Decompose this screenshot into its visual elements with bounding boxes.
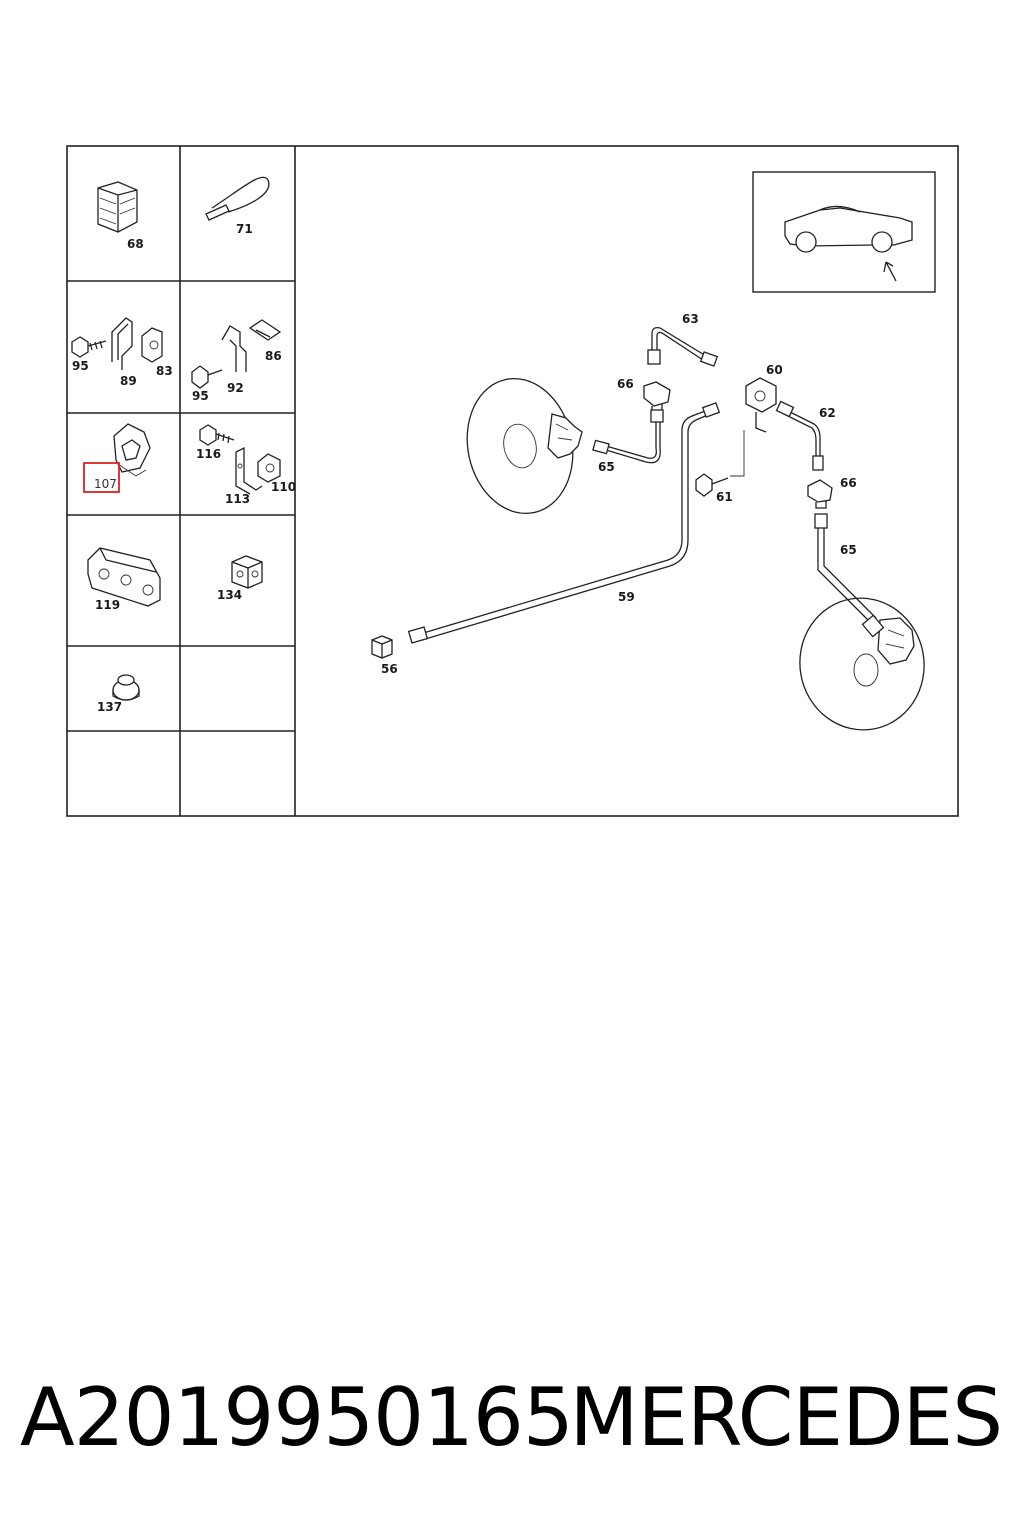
diagram-frame (66, 145, 959, 817)
part-label-83: 83 (156, 364, 173, 378)
parts-diagram: 68 71 95 89 83 86 92 95 107 (66, 145, 959, 817)
part-label-71: 71 (236, 222, 253, 236)
part-label-134: 134 (217, 588, 242, 602)
part-label-110: 110 (271, 480, 296, 494)
part-label-86: 86 (265, 349, 282, 363)
part-label-65b: 65 (840, 543, 857, 557)
brake-line-65-lower (814, 513, 885, 638)
part-107-clip (113, 423, 151, 477)
part-61-bolt (695, 473, 729, 497)
part-68-rubber-block (97, 181, 138, 233)
highlight-box (83, 462, 120, 493)
part-label-66b: 66 (840, 476, 857, 490)
part-label-113: 113 (225, 492, 250, 506)
part-label-61: 61 (716, 490, 733, 504)
part-label-59: 59 (618, 590, 635, 604)
brake-line-59 (407, 402, 721, 644)
part-label-95a: 95 (72, 359, 89, 373)
part-83-clip (141, 327, 163, 363)
part-119-holder (87, 547, 161, 607)
part-92-bracket (221, 325, 247, 372)
part-label-68: 68 (127, 237, 144, 251)
part-110-clip (257, 453, 281, 483)
brake-line-65-upper (592, 409, 664, 464)
vehicle-location-inset (752, 171, 936, 293)
part-137-grommet (112, 674, 140, 701)
part-label-60: 60 (766, 363, 783, 377)
footer: A2019950165 MERCEDES (0, 1368, 1024, 1478)
part-95-screw (71, 336, 107, 358)
part-label-92: 92 (227, 381, 244, 395)
part-56-nut (371, 635, 393, 659)
part-label-89: 89 (120, 374, 137, 388)
part-71-cable-tie (205, 176, 270, 221)
part-label-95b: 95 (192, 389, 209, 403)
part-label-62: 62 (819, 406, 836, 420)
part-number: A2019950165 (20, 1371, 574, 1464)
part-label-137: 137 (97, 700, 122, 714)
part-116-screw (199, 424, 235, 446)
brake-line-63 (647, 326, 719, 367)
part-134-block (231, 555, 263, 589)
part-label-56: 56 (381, 662, 398, 676)
part-66-clip-upper (643, 381, 671, 415)
brake-disc-front-left (466, 377, 583, 515)
part-89-bracket (111, 317, 133, 370)
brake-line-62 (775, 400, 824, 471)
part-label-107: 107 (94, 477, 117, 491)
part-60-distributor (730, 377, 777, 477)
part-113-bracket (235, 446, 263, 495)
part-86-clip (248, 319, 282, 341)
part-label-66a: 66 (617, 377, 634, 391)
part-label-119: 119 (95, 598, 120, 612)
brake-disc-front-right (799, 597, 925, 731)
part-label-63: 63 (682, 312, 699, 326)
part-label-65a: 65 (598, 460, 615, 474)
part-label-116: 116 (196, 447, 221, 461)
brand-name: MERCEDES (569, 1371, 1003, 1464)
part-66-clip-lower (807, 479, 833, 509)
part-95-screw-b (191, 365, 223, 389)
